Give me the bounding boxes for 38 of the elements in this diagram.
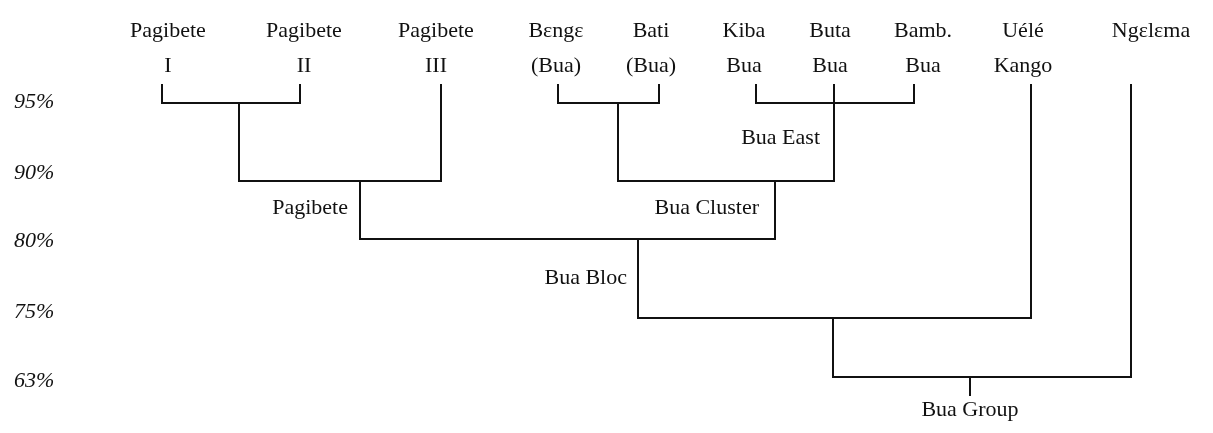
- similarity-level-label: 63%: [14, 367, 55, 393]
- tree-branch-line: [833, 83, 835, 103]
- tree-branch-line: [557, 83, 559, 103]
- similarity-level-label: 75%: [14, 298, 55, 324]
- cluster-label: Pagibete: [272, 194, 348, 220]
- language-name: Bamb. Bua: [893, 12, 953, 84]
- tree-branch-line: [1030, 83, 1032, 318]
- language-name: Pagibete II: [266, 12, 342, 84]
- language-name: Pagibete I: [130, 12, 206, 84]
- language-name: Buta Bua: [809, 12, 851, 84]
- cluster-label: Bua Bloc: [544, 264, 627, 290]
- language-name: Ngεlεma: [1111, 12, 1191, 84]
- tree-branch-line: [161, 83, 163, 103]
- tree-branch-line: [833, 103, 835, 181]
- language-name: Kiba Bua: [722, 12, 766, 84]
- language-name: Pagibete III: [398, 12, 474, 84]
- similarity-level-label: 95%: [14, 88, 55, 114]
- tree-branch-line: [755, 83, 757, 103]
- tree-branch-line: [774, 181, 776, 239]
- cluster-label: Bua East: [741, 124, 820, 150]
- tree-branch-line: [637, 239, 639, 318]
- tree-branch-line: [299, 83, 301, 103]
- tree-branch-line: [658, 83, 660, 103]
- similarity-level-label: 90%: [14, 159, 55, 185]
- language-name: Bεngε (Bua): [528, 12, 584, 84]
- tree-branch-line: [440, 83, 442, 181]
- cluster-label: Bua Cluster: [654, 194, 759, 220]
- language-name: Bati (Bua): [625, 12, 677, 84]
- language-name: Uélé Kango: [993, 12, 1053, 84]
- tree-branch-line: [238, 103, 240, 181]
- cluster-label: Bua Group: [921, 396, 1019, 422]
- tree-branch-line: [359, 181, 361, 239]
- tree-branch-line: [969, 377, 971, 397]
- similarity-level-label: 80%: [14, 227, 55, 253]
- tree-branch-line: [913, 83, 915, 103]
- tree-branch-line: [617, 103, 619, 181]
- tree-branch-line: [1130, 83, 1132, 377]
- tree-branch-line: [832, 318, 834, 377]
